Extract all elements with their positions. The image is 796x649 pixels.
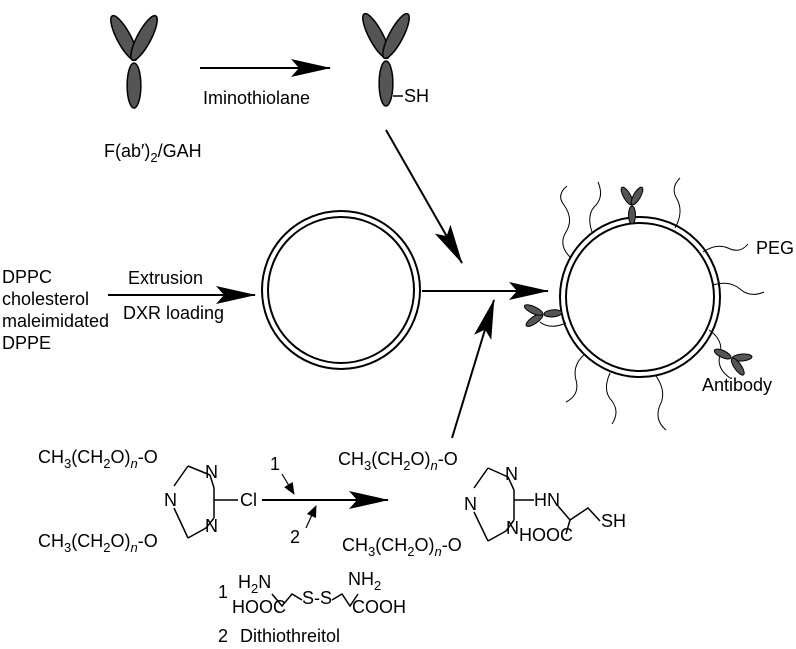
legend-item-1-nh2-left: H2N xyxy=(238,572,271,596)
fab-gah-label: F(ab′)2/GAH xyxy=(104,141,202,165)
carboxyl-label: HOOC xyxy=(519,525,573,545)
ring-n-top: N xyxy=(205,462,218,482)
immunoliposome xyxy=(559,216,721,378)
product-peg-chain-top: CH3(CH2O)n-O xyxy=(338,449,458,473)
lipid-dppe: DPPE xyxy=(2,333,51,353)
reagent-2-marker: 2 xyxy=(290,527,300,547)
legend-item-1-acid-left: HOOC xyxy=(232,597,286,617)
reagent-legend: 1 H2N NH2 HOOC COOH S-S 2 Dithiothreitol xyxy=(218,569,406,646)
dxr-loading-label: DXR loading xyxy=(123,303,224,323)
product-ring-n-top: N xyxy=(505,464,518,484)
product-ring-n-bottom: N xyxy=(506,518,519,538)
legend-item-1-disulfide: S-S xyxy=(302,588,332,608)
lipid-maleimidated: maleimidated xyxy=(2,311,109,331)
thiol-label: SH xyxy=(404,86,429,106)
peg-to-conjugation-arrow xyxy=(451,299,495,439)
chloro-label: Cl xyxy=(240,490,257,510)
lipid-cholesterol: cholesterol xyxy=(2,289,89,309)
peg-triazine-cysteine: CH3(CH2O)n-O CH3(CH2O)n-O N N N HN HOOC … xyxy=(338,449,626,559)
legend-item-1-acid-right: COOH xyxy=(352,597,406,617)
product-thiol-label: SH xyxy=(601,511,626,531)
extrusion-label: Extrusion xyxy=(128,268,203,288)
ring-n-left: N xyxy=(164,490,177,510)
lipid-list: DPPC cholesterol maleimidated DPPE xyxy=(2,267,109,353)
legend-item-2-number: 2 xyxy=(218,626,228,646)
legend-item-1-number: 1 xyxy=(218,582,228,602)
liposome-circle xyxy=(261,210,421,370)
peg-triazine-chloride: CH3(CH2O)n-O CH3(CH2O)n-O N N N Cl xyxy=(38,447,257,555)
legend-item-2-name: Dithiothreitol xyxy=(240,626,340,646)
antibody-to-conjugation-arrow xyxy=(385,129,463,264)
peg-chain-top: CH3(CH2O)n-O xyxy=(38,447,158,471)
antibody-label: Antibody xyxy=(702,375,772,395)
fab-antibody-icon xyxy=(105,11,163,109)
reagent-1-marker: 1 xyxy=(270,454,280,474)
product-peg-chain-bottom: CH3(CH2O)n-O xyxy=(342,535,462,559)
amine-label: HN xyxy=(534,490,560,510)
lipid-dppc: DPPC xyxy=(2,267,52,287)
peg-label: PEG xyxy=(756,238,794,258)
ring-n-bottom: N xyxy=(205,516,218,536)
liposome-antibody-icons xyxy=(522,185,756,379)
peg-chains xyxy=(539,177,765,431)
legend-item-1-nh2-right: NH2 xyxy=(348,569,381,593)
reagent-2-arrow xyxy=(305,505,317,529)
reagent-1-arrow xyxy=(281,473,295,495)
iminothiolane-label: Iminothiolane xyxy=(203,88,310,108)
product-ring-n-left: N xyxy=(464,494,477,514)
peg-chain-bottom: CH3(CH2O)n-O xyxy=(38,531,158,555)
